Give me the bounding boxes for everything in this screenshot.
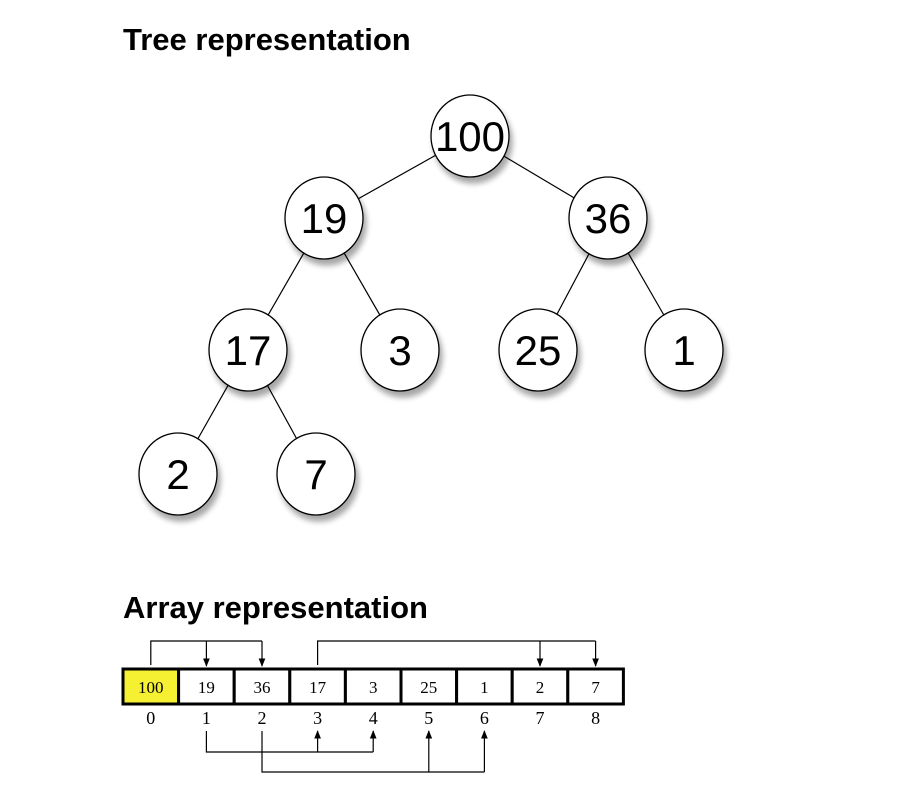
array-cell: 19 (177, 667, 236, 706)
array-cell-box (177, 667, 236, 706)
tree-node: 2 (138, 432, 218, 516)
tree-node-circle (208, 308, 288, 392)
array-index-label: 4 (369, 708, 378, 728)
array-cells: 100 19 36 17 3 25 1 2 7 (121, 667, 625, 706)
tree-node-circle (276, 432, 356, 516)
array-parent-connector (317, 640, 596, 665)
tree-node-circle (138, 432, 218, 516)
array-cell: 7 (566, 667, 625, 706)
tree-node-value: 1 (672, 327, 695, 374)
tree-node: 36 (568, 176, 648, 260)
array-cell: 1 (455, 667, 514, 706)
array-cell: 3 (343, 667, 403, 706)
array-representation-title: Array representation (123, 590, 428, 625)
array-index-label: 6 (480, 708, 489, 728)
array-index-label: 5 (424, 708, 433, 728)
tree-node: 25 (498, 308, 578, 392)
array-cell: 36 (232, 667, 292, 706)
array-index-label: 3 (313, 708, 322, 728)
array-index-label: 2 (258, 708, 267, 728)
array-index-label: 8 (591, 708, 600, 728)
array-index-label: 7 (536, 708, 545, 728)
tree-node-circle (284, 176, 364, 260)
array-index-label: 0 (146, 708, 155, 728)
tree-node-circle (498, 308, 578, 392)
tree-node: 1 (644, 308, 724, 392)
tree-node-value: 19 (301, 195, 348, 242)
tree-node-value: 17 (225, 327, 272, 374)
array-cell-value: 100 (138, 678, 164, 697)
array-cell: 25 (399, 667, 459, 706)
array-cell-value: 3 (369, 678, 378, 697)
tree-node-value: 7 (304, 451, 327, 498)
array-parent-connector (150, 640, 262, 665)
tree-node: 3 (360, 308, 440, 392)
array-cell-value: 25 (420, 678, 437, 697)
array-cell-value: 19 (198, 678, 215, 697)
array-index-label: 1 (202, 708, 211, 728)
tree-node-value: 36 (585, 195, 632, 242)
tree-node: 19 (284, 176, 364, 260)
tree-nodes: 100 19 36 17 3 25 1 2 7 (138, 94, 724, 516)
tree-node-value: 3 (388, 327, 411, 374)
tree-node-circle (644, 308, 724, 392)
array-cell-value: 2 (536, 678, 545, 697)
array-cell-value: 17 (309, 678, 327, 697)
array-links (150, 640, 599, 773)
array-cell-box (232, 667, 292, 706)
array-cell-box (288, 667, 347, 706)
array-cell: 100 (121, 667, 181, 706)
array-cell-value: 36 (254, 678, 271, 697)
array-cell-value: 7 (591, 678, 600, 697)
tree-node: 17 (208, 308, 288, 392)
tree-representation-title: Tree representation (123, 22, 411, 57)
tree-node-circle (568, 176, 648, 260)
array-parent-connector (261, 731, 485, 773)
array-cell-box (566, 667, 625, 706)
array-indices: 0 1 2 3 4 5 6 7 8 (146, 708, 600, 728)
array-cell-value: 1 (480, 678, 489, 697)
tree-node: 7 (276, 432, 356, 516)
tree-node-circle (430, 94, 510, 178)
tree-node: 100 (430, 94, 510, 178)
array-parent-connector (205, 731, 374, 753)
array-cell-highlighted (121, 667, 181, 706)
array-cell: 17 (288, 667, 347, 706)
tree-node-value: 25 (515, 327, 562, 374)
array-cell: 2 (510, 667, 570, 706)
tree-node-value: 100 (435, 113, 505, 160)
tree-node-value: 2 (166, 451, 189, 498)
tree-node-circle (360, 308, 440, 392)
